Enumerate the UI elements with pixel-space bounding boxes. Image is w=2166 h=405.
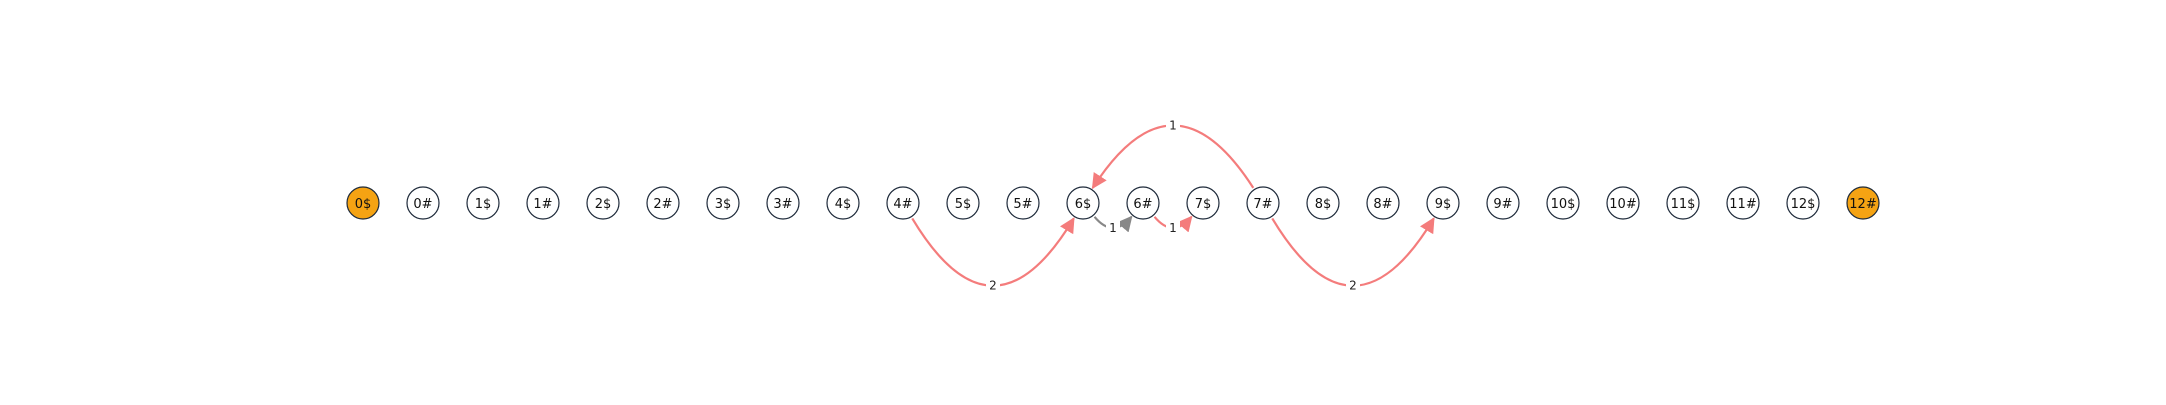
graph-node: 7# [1246, 186, 1280, 220]
graph-node: 5$ [946, 186, 980, 220]
graph-node: 9$ [1426, 186, 1460, 220]
edge-7#-to-9$ [1271, 217, 1435, 287]
node-circle [1666, 186, 1700, 220]
node-label: 8# [1373, 197, 1392, 212]
node-label: 11$ [1671, 197, 1696, 212]
graph-node: 1$ [466, 186, 500, 220]
node-label: 1$ [475, 197, 492, 212]
node-label: 9# [1493, 197, 1512, 212]
node-label: 12# [1849, 197, 1876, 212]
graph-node: 4# [886, 186, 920, 220]
node-label: 11# [1729, 197, 1756, 212]
graph-node: 7$ [1186, 186, 1220, 220]
graph-node: 12$ [1786, 186, 1820, 220]
graph-node: 9# [1486, 186, 1520, 220]
graph-node: 10# [1606, 186, 1640, 220]
graph-node: 6$ [1066, 186, 1100, 220]
edge-label: 2 [1349, 279, 1357, 293]
node-circle [646, 186, 680, 220]
graph-node: 2# [646, 186, 680, 220]
highlighted-node-circle [346, 186, 380, 220]
node-label: 6$ [1075, 197, 1092, 212]
node-circle [886, 186, 920, 220]
node-label: 6# [1133, 197, 1152, 212]
node-circle [1726, 186, 1760, 220]
edge-label: 1 [1109, 221, 1117, 235]
node-circle [1006, 186, 1040, 220]
edge-7#-to-6$ [1091, 124, 1255, 190]
node-label: 3$ [715, 197, 732, 212]
node-label: 10# [1609, 197, 1636, 212]
nodes-layer: 0$ 0# 1$ 1# 2$ 2# 3$ 3# 4$ 4# 5$ 5# 6$ 6# 7$ 7# 8$ 8# 9$ 9#… [346, 186, 1880, 220]
node-circle [406, 186, 440, 220]
graph-node: 8$ [1306, 186, 1340, 220]
graph-node: 12# [1846, 186, 1880, 220]
node-circle [1426, 186, 1460, 220]
graph-node: 10$ [1546, 186, 1580, 220]
graph-node: 11# [1726, 186, 1760, 220]
node-circle [1606, 186, 1640, 220]
node-circle [1186, 186, 1220, 220]
graph-node: 3# [766, 186, 800, 220]
node-label: 3# [773, 197, 792, 212]
node-circle [1066, 186, 1100, 220]
graph-node: 3$ [706, 186, 740, 220]
graph-node: 2$ [586, 186, 620, 220]
node-circle [946, 186, 980, 220]
node-label: 9$ [1435, 197, 1452, 212]
node-circle [526, 186, 560, 220]
node-label: 5$ [955, 197, 972, 212]
node-label: 7$ [1195, 197, 1212, 212]
node-circle [1786, 186, 1820, 220]
edges-layer: 2 1 1 1 2 [911, 117, 1435, 294]
node-circle [1246, 186, 1280, 220]
node-circle [706, 186, 740, 220]
edge-label: 1 [1169, 221, 1177, 235]
node-label: 0# [413, 197, 432, 212]
node-label: 1# [533, 197, 552, 212]
graph-node: 4$ [826, 186, 860, 220]
node-label: 2# [653, 197, 672, 212]
highlighted-node-circle [1846, 186, 1880, 220]
graph-node: 8# [1366, 186, 1400, 220]
node-label: 2$ [595, 197, 612, 212]
node-label: 12$ [1791, 197, 1816, 212]
graph-node: 0$ [346, 186, 380, 220]
graph-node: 11$ [1666, 186, 1700, 220]
node-circle [1546, 186, 1580, 220]
edge-label: 2 [989, 279, 997, 293]
node-label: 7# [1253, 197, 1272, 212]
graph-node: 1# [526, 186, 560, 220]
node-circle [766, 186, 800, 220]
edge-label-background [1346, 277, 1360, 294]
node-label: 0$ [355, 197, 372, 212]
node-circle [586, 186, 620, 220]
graph-node: 5# [1006, 186, 1040, 220]
node-circle [1366, 186, 1400, 220]
node-circle [1486, 186, 1520, 220]
edge-label: 1 [1169, 118, 1177, 132]
node-label: 4# [893, 197, 912, 212]
edge-label-background [986, 277, 1000, 294]
node-circle [1306, 186, 1340, 220]
edge-label-background [1166, 117, 1180, 134]
node-label: 8$ [1315, 197, 1332, 212]
node-circle [826, 186, 860, 220]
node-circle [466, 186, 500, 220]
graph-node: 0# [406, 186, 440, 220]
edge-label-background [1166, 219, 1180, 236]
node-label: 10$ [1551, 197, 1576, 212]
node-label: 4$ [835, 197, 852, 212]
node-label: 5# [1013, 197, 1032, 212]
graph-node: 6# [1126, 186, 1160, 220]
node-circle [1126, 186, 1160, 220]
edge-label-background [1106, 219, 1120, 236]
edge-4#-to-6$ [911, 217, 1075, 287]
